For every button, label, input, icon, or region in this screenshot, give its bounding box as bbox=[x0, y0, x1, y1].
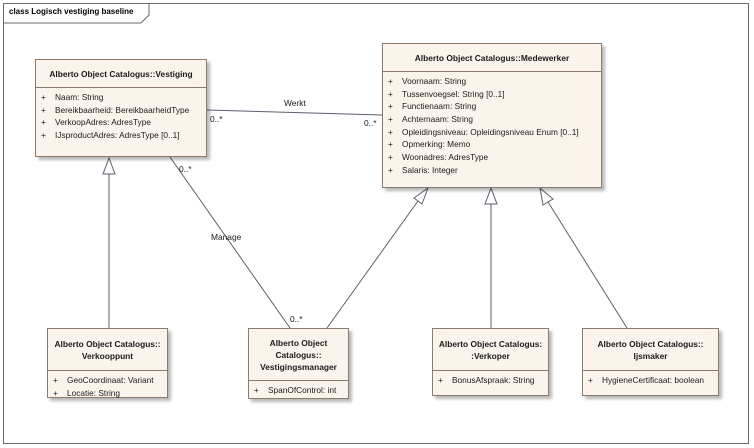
attribute-row[interactable]: +Voornaam: String bbox=[388, 76, 467, 86]
generalization-arrowhead-medewerker-2 bbox=[484, 186, 498, 205]
class-verkoper-attributes: +BonusAfspraak: String bbox=[433, 371, 548, 387]
diagram-title: class Logisch vestiging baseline bbox=[9, 7, 134, 16]
class-verkooppunt-name: Alberto Object Catalogus:: Verkooppunt bbox=[48, 329, 167, 371]
attribute-row[interactable]: +Woonadres: AdresType bbox=[388, 152, 489, 163]
class-vestigingsmanager-attributes: +SpanOfControl: int bbox=[249, 381, 348, 397]
attribute-row[interactable]: +Bereikbaarheid: BereikbaarheidType bbox=[41, 104, 190, 115]
generalization-arrowhead-vestiging bbox=[102, 156, 116, 175]
diagram-frame bbox=[3, 3, 749, 444]
attribute-row[interactable]: +VerkoopAdres: AdresType bbox=[41, 117, 151, 128]
attribute-row[interactable]: +Opleidingsniveau: Opleidingsniveau Enum… bbox=[388, 126, 579, 137]
class-verkoper-name: Alberto Object Catalogus: :Verkoper bbox=[433, 329, 548, 371]
manage-source-multiplicity: 0..* bbox=[179, 164, 192, 174]
class-verkoper[interactable]: Alberto Object Catalogus: :Verkoper +Bon… bbox=[432, 328, 549, 396]
attribute-row[interactable]: +Tussenvoegsel: String [0..1] bbox=[388, 88, 505, 99]
class-medewerker[interactable]: Alberto Object Catalogus::Medewerker +Vo… bbox=[382, 43, 602, 188]
class-vestiging[interactable]: Alberto Object Catalogus::Vestiging +Naa… bbox=[35, 59, 207, 157]
association-manage-line[interactable] bbox=[169, 156, 291, 329]
class-ijsmaker-attributes: +HygieneCertificaat: boolean bbox=[583, 371, 718, 387]
attribute-row[interactable]: +SpanOfControl: int bbox=[254, 385, 337, 395]
attribute-row[interactable]: +Functienaam: String bbox=[388, 101, 477, 112]
class-vestigingsmanager[interactable]: Alberto Object Catalogus:: Vestigingsman… bbox=[248, 328, 349, 399]
attribute-row[interactable]: +IJsproductAdres: AdresType [0..1] bbox=[41, 130, 180, 141]
class-medewerker-attributes: +Voornaam: String +Tussenvoegsel: String… bbox=[383, 72, 601, 177]
attribute-row[interactable]: +HygieneCertificaat: boolean bbox=[588, 375, 704, 385]
manage-target-multiplicity: 0..* bbox=[290, 314, 303, 324]
class-medewerker-name: Alberto Object Catalogus::Medewerker bbox=[383, 44, 601, 72]
class-ijsmaker-name: Alberto Object Catalogus:: Ijsmaker bbox=[583, 329, 718, 371]
attribute-row[interactable]: +GeoCoordinaat: Variant bbox=[53, 375, 154, 385]
association-manage-label: Manage bbox=[211, 232, 242, 242]
generalization-ijsmaker-line[interactable] bbox=[547, 201, 628, 329]
attribute-row[interactable]: +Salaris: Integer bbox=[388, 164, 458, 175]
attribute-row[interactable]: +BonusAfspraak: String bbox=[438, 375, 535, 385]
diagram-frame-tab bbox=[3, 3, 150, 24]
generalization-arrowhead-medewerker-3 bbox=[539, 186, 554, 206]
class-vestiging-attributes: +Naam: String +Bereikbaarheid: Bereikbaa… bbox=[36, 88, 206, 142]
attribute-row[interactable]: +Locatie: String bbox=[53, 387, 121, 398]
association-werkt-label: Werkt bbox=[284, 98, 306, 108]
class-ijsmaker[interactable]: Alberto Object Catalogus:: Ijsmaker +Hyg… bbox=[582, 328, 719, 396]
attribute-row[interactable]: +Achternaam: String bbox=[388, 114, 474, 125]
generalization-arrowhead-medewerker-1 bbox=[413, 186, 430, 205]
generalization-vestigingsmanager-line[interactable] bbox=[326, 200, 419, 329]
class-verkooppunt[interactable]: Alberto Object Catalogus:: Verkooppunt +… bbox=[47, 328, 168, 398]
werkt-target-multiplicity: 0..* bbox=[364, 118, 377, 128]
class-verkooppunt-attributes: +GeoCoordinaat: Variant +Locatie: String bbox=[48, 371, 167, 399]
association-werkt-line[interactable] bbox=[206, 109, 383, 116]
attribute-row[interactable]: +Opmerking: Memo bbox=[388, 139, 471, 150]
class-vestiging-name: Alberto Object Catalogus::Vestiging bbox=[36, 60, 206, 88]
class-vestigingsmanager-name: Alberto Object Catalogus:: Vestigingsman… bbox=[249, 329, 348, 381]
attribute-row[interactable]: +Naam: String bbox=[41, 92, 104, 102]
werkt-source-multiplicity: 0..* bbox=[210, 114, 223, 124]
